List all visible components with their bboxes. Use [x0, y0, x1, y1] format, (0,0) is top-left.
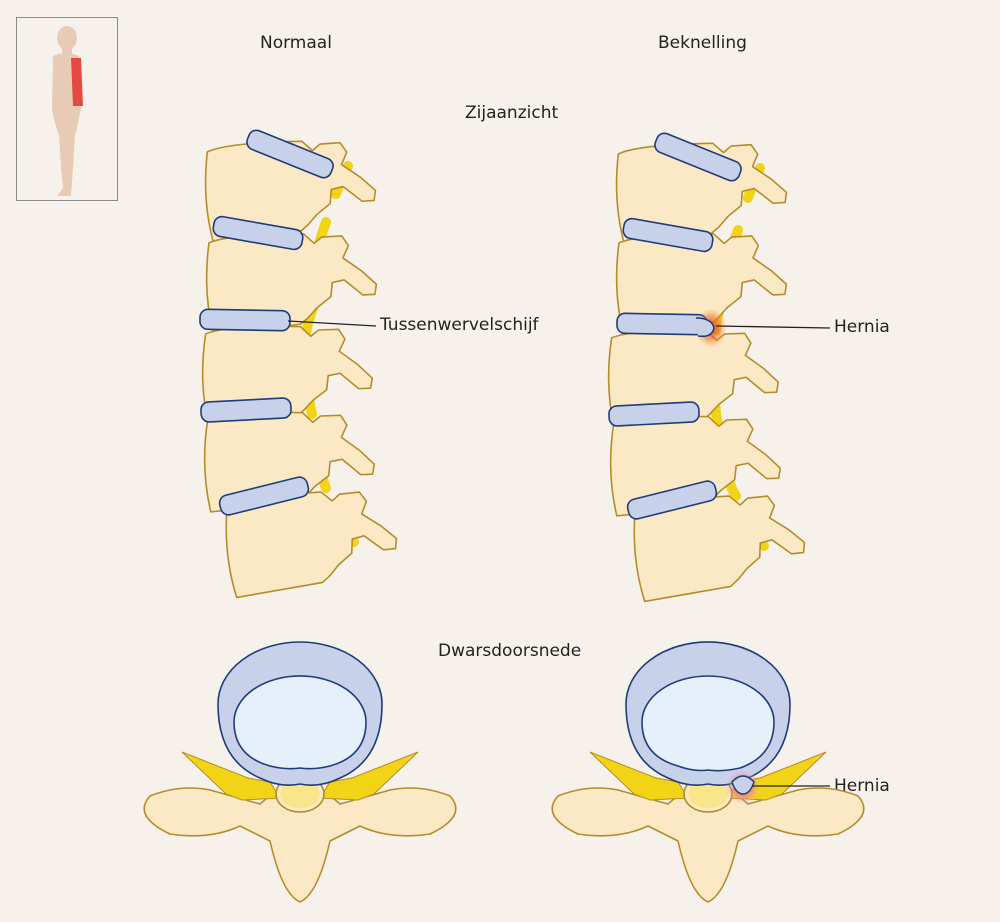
disc-callout-label: Tussenwervelschijf: [380, 315, 539, 335]
lower-back-highlight: [71, 58, 83, 106]
compressed-spine-side-view: [606, 130, 831, 603]
human-silhouette-icon: [52, 26, 83, 196]
compressed-cross-section: [551, 641, 865, 903]
normal-heading: Normaal: [260, 33, 332, 53]
herniated-disc-bulge: [695, 317, 715, 338]
hernia-side-callout-line: [715, 325, 831, 329]
side-view-heading: Zijaanzicht: [465, 103, 559, 123]
hernia-cross-callout-label: Hernia: [834, 776, 890, 796]
disc-callout-line: [287, 320, 377, 327]
hernia-side-callout-label: Hernia: [834, 317, 890, 337]
normal-spine-side-view: [199, 127, 402, 599]
herniated-disc-cross: [731, 775, 755, 795]
compressed-heading: Beknelling: [658, 33, 747, 53]
cross-section-heading: Dwarsdoorsnede: [438, 641, 582, 661]
normal-cross-section: [143, 641, 457, 903]
body-location-thumbnail: [16, 17, 118, 201]
